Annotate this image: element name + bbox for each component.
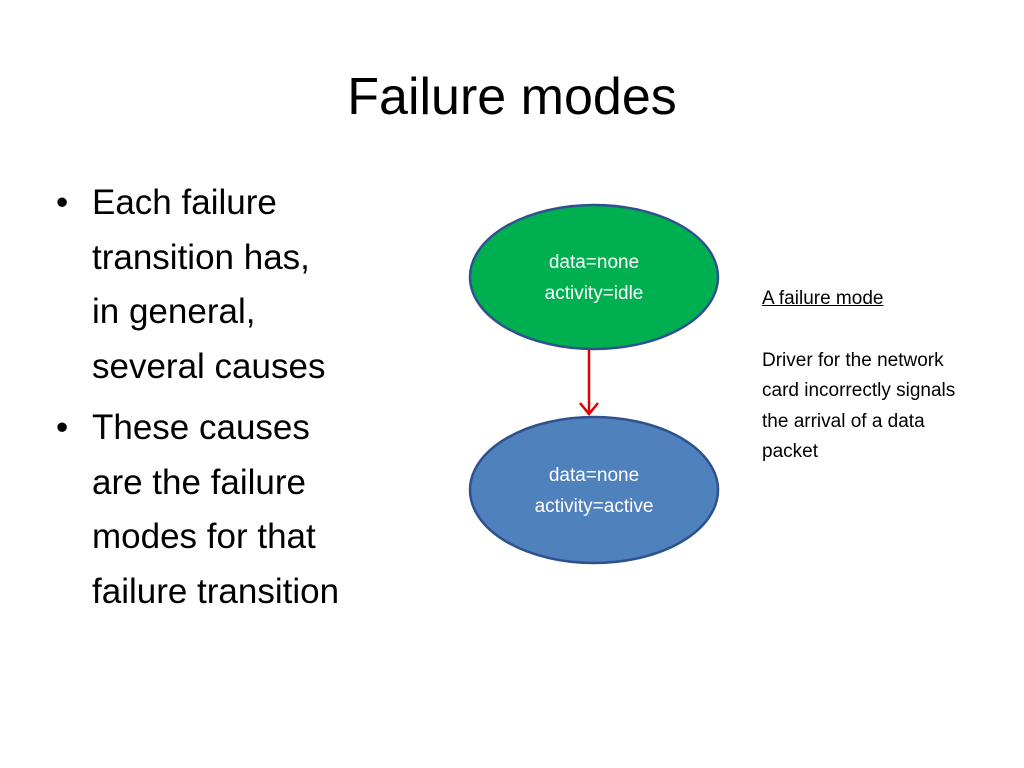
- bullet-line: transition has,: [92, 237, 310, 277]
- state-label-line: activity=active: [534, 496, 654, 517]
- failure-mode-note: A failure mode Driver for the network ca…: [762, 284, 1012, 468]
- state-label-active: data=none activity=active: [469, 460, 719, 522]
- bullet-icon: •: [56, 183, 69, 222]
- bullet-line: are the failure: [92, 462, 307, 502]
- state-label-line: activity=idle: [544, 283, 644, 304]
- note-heading: A failure mode: [762, 288, 884, 309]
- bullet-icon: •: [56, 408, 69, 447]
- bullet-line: These causes: [92, 408, 310, 447]
- note-line: packet: [762, 441, 818, 462]
- transition-arrow: [579, 350, 599, 416]
- state-label-line: data=none: [548, 252, 640, 273]
- bullet-list: • Each failure transition has, in genera…: [52, 176, 412, 626]
- bullet-line: failure transition: [92, 571, 340, 611]
- state-label-idle: data=none activity=idle: [469, 247, 719, 309]
- bullet-item: • Each failure transition has, in genera…: [52, 176, 412, 394]
- state-label-line: data=none: [548, 465, 640, 486]
- slide-title: Failure modes: [347, 68, 677, 126]
- bullet-line: several causes: [92, 346, 326, 386]
- note-line: Driver for the network: [762, 349, 944, 371]
- state-node-active: [468, 415, 720, 565]
- transition-arrow-head: [579, 402, 599, 416]
- bullet-line: in general,: [92, 292, 256, 331]
- note-line: the arrival of a data: [762, 410, 925, 432]
- state-node-idle: [468, 203, 720, 351]
- note-line: card incorrectly signals: [762, 380, 956, 401]
- bullet-line: Each failure: [92, 183, 277, 222]
- bullet-line: modes for that: [92, 517, 316, 556]
- bullet-item: • These causes are the failure modes for…: [52, 401, 412, 619]
